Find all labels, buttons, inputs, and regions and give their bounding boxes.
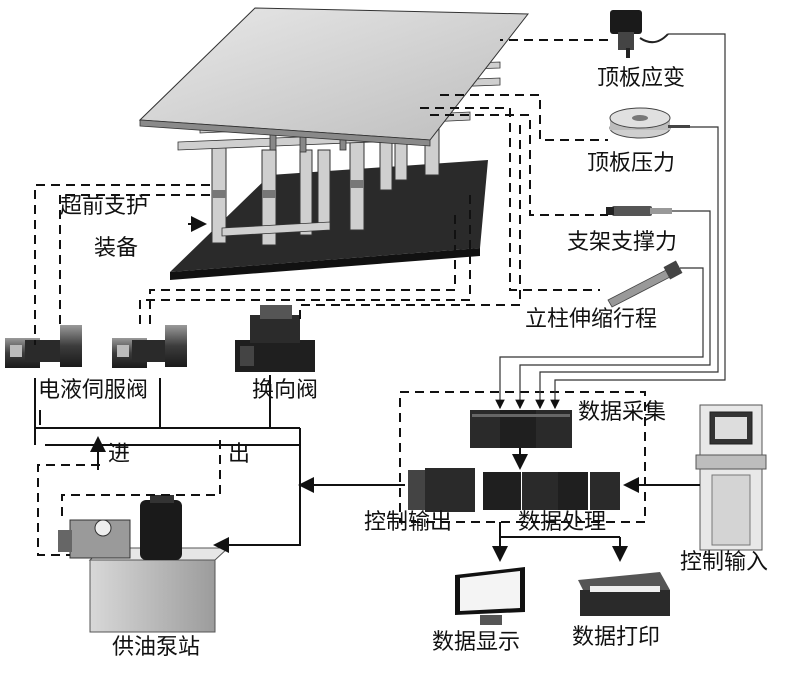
dashed-signal-lines [34, 39, 646, 556]
sensor-wires [495, 33, 726, 410]
control-output-label: 控制输出 [364, 510, 453, 535]
solid-lines [34, 216, 700, 562]
sensor-stroke-image [607, 260, 683, 308]
printer-image [578, 572, 670, 616]
structure-label-line2: 装备 [94, 236, 139, 261]
control-computer-image [695, 404, 767, 551]
acquisition-label: 数据采集 [578, 400, 667, 425]
acquisition-modules [470, 410, 572, 448]
servo-valve-right-image [112, 325, 187, 368]
sensor-label-pressure: 顶板压力 [587, 151, 676, 176]
outlet-label: 出 [228, 442, 251, 467]
reversing-valve-image [235, 305, 315, 372]
sensor-support-force-image [606, 206, 672, 216]
sensor-label-support-force: 支架支撑力 [567, 230, 678, 255]
pump-station-image [58, 495, 230, 633]
servo-valve-left-image [5, 325, 82, 368]
data-print-label: 数据打印 [572, 625, 661, 650]
sensor-pressure-image [609, 107, 690, 139]
monitor-image [455, 567, 525, 625]
plc-modules [408, 468, 620, 512]
pump-station-label: 供油泵站 [112, 635, 201, 660]
inlet-label: 进 [108, 442, 131, 467]
servo-valve-label: 电液伺服阀 [38, 378, 149, 403]
structure-label-line1: 超前支护 [60, 194, 149, 219]
data-processing-label: 数据处理 [518, 510, 607, 535]
sensor-label-strain: 顶板应变 [597, 66, 686, 91]
reversing-valve-label: 换向阀 [252, 378, 319, 403]
sensor-label-stroke: 立柱伸缩行程 [525, 307, 658, 332]
advanced-support-equipment [138, 7, 530, 280]
control-input-label: 控制输入 [680, 550, 769, 575]
sensor-strain-image [610, 10, 669, 58]
data-display-label: 数据显示 [432, 630, 521, 655]
